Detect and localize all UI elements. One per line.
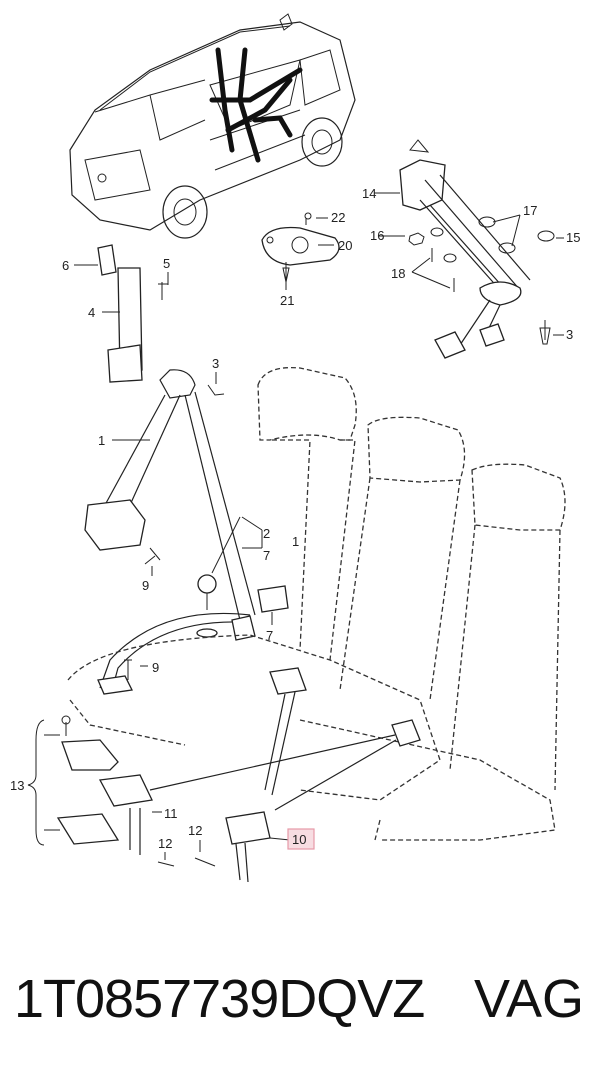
brand-label: VAG xyxy=(473,969,584,1029)
seat-belt-exploded-diagram: 22 20 21 14 16 17 15 1 xyxy=(10,13,580,883)
callout-12-left: 12 xyxy=(158,836,172,851)
callout-11: 11 xyxy=(164,806,178,821)
callout-3-top: 3 xyxy=(566,327,573,342)
cover-assembly: 22 20 21 xyxy=(261,210,352,308)
callout-9-upper: 9 xyxy=(142,578,149,593)
centre-buckle-assembly: 13 11 12 12 10 xyxy=(10,667,421,883)
callout-2: 2 xyxy=(263,526,270,541)
callout-1-left: 1 xyxy=(98,433,105,448)
callout-10-highlight xyxy=(287,828,315,850)
callout-10: 10 xyxy=(292,832,306,847)
callout-15: 15 xyxy=(566,230,580,245)
callout-6: 6 xyxy=(62,258,69,273)
callout-4: 4 xyxy=(88,305,95,320)
part-number: 1T0857739DQVZ xyxy=(14,969,425,1029)
callout-17: 17 xyxy=(523,203,537,218)
callout-3-front: 3 xyxy=(212,356,219,371)
callout-21: 21 xyxy=(280,293,294,308)
callout-9-lower: 9 xyxy=(152,660,159,675)
callout-18: 18 xyxy=(391,266,405,281)
rear-belt-assembly: 14 16 17 15 18 3 xyxy=(362,139,580,359)
callout-5: 5 xyxy=(163,256,170,271)
front-belt-assembly: 6 5 4 3 1 2 7 1 9 7 9 xyxy=(62,244,299,695)
callout-20: 20 xyxy=(338,238,352,253)
footer: 1T0857739DQVZ VAG xyxy=(0,968,600,1058)
callout-7-lower: 7 xyxy=(266,628,273,643)
callout-12-right: 12 xyxy=(188,823,202,838)
callout-16: 16 xyxy=(370,228,384,243)
callout-22: 22 xyxy=(331,210,345,225)
callout-14: 14 xyxy=(362,186,376,201)
callout-7-upper: 7 xyxy=(263,548,270,563)
rear-seats-outline xyxy=(67,366,566,841)
callout-13: 13 xyxy=(10,778,24,793)
car-illustration xyxy=(69,13,356,239)
callout-1-right: 1 xyxy=(292,534,299,549)
